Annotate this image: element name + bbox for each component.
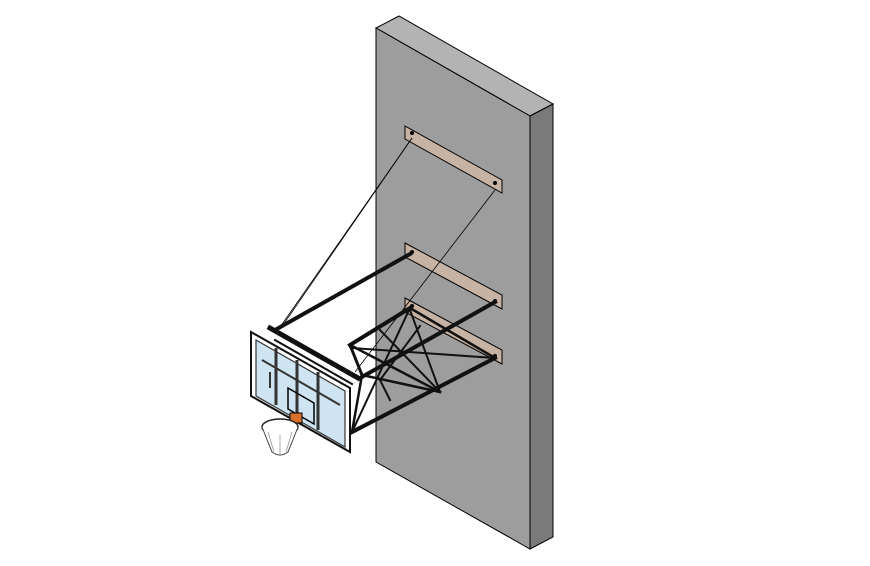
backboard xyxy=(250,330,351,454)
shooter-square xyxy=(287,386,315,426)
wall-front-face xyxy=(375,27,531,550)
support-cables xyxy=(277,137,496,373)
backboard-glass xyxy=(255,338,346,449)
concrete-wall xyxy=(374,15,555,550)
wood-board-top xyxy=(404,125,503,194)
cable-right xyxy=(354,189,496,373)
wall-side-face xyxy=(529,103,554,550)
steel-truss-frame xyxy=(266,251,498,435)
hoop-rim-and-net xyxy=(261,412,303,456)
cable-upper xyxy=(282,137,413,326)
